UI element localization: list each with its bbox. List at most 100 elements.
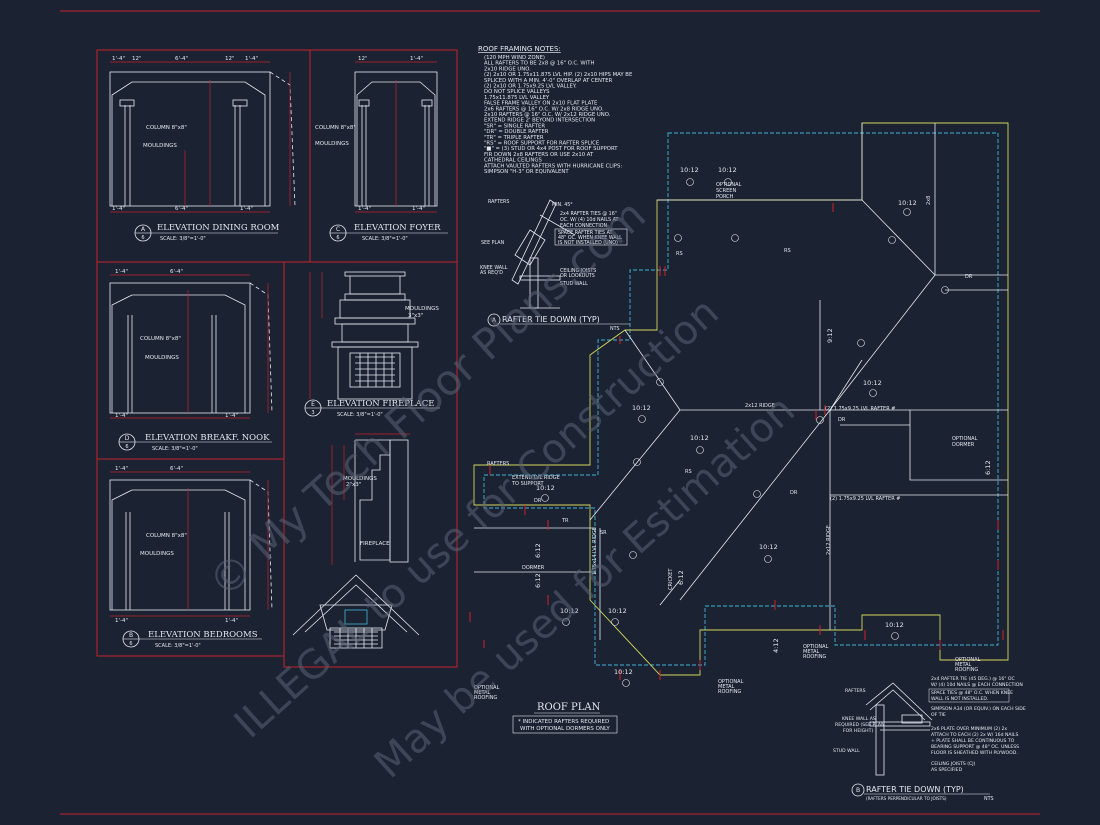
detB-label-12: ATTACH TO EACH (2) 2x W/ 16d NAILS (931, 732, 1018, 738)
label-tr: TR (561, 518, 569, 524)
notes-line: "DR" = DOUBLE RAFTER (484, 129, 549, 135)
detail-a-title-text: RAFTER TIE DOWN (TYP) (502, 315, 600, 324)
detA-label-space1: SPACE RAFTER TIES AT (558, 230, 613, 236)
label-optional-dormer-1: OPTIONAL (952, 436, 978, 442)
detB-label-14: BEARING SUPPORT @ 48" OC. UNLESS (931, 744, 1019, 750)
detail-b-title: B RAFTER TIE DOWN (TYP) (RAFTERS PERPEND… (851, 783, 994, 802)
bedrooms-scale: SCALE: 3/8"=1'-0" (155, 643, 201, 649)
roof-wall-line (483, 132, 999, 666)
detB-label-10: OF TIE (931, 712, 946, 718)
label-sr: SR (600, 530, 607, 536)
elevation-frames (96, 49, 458, 668)
detB-label-4: STUD WALL (833, 748, 860, 754)
label-2x8: 2x8 (926, 196, 932, 205)
fireplace-title: ELEVATION FIREPLACE (327, 399, 435, 409)
detail-b-title-text: RAFTER TIE DOWN (TYP) (866, 785, 964, 794)
pitch-14: 10:12 (560, 607, 579, 615)
roof-plan-labels: 2x12 RIDGE (2) 1.75x9.25 LVL RAFTER # (2… (474, 182, 981, 701)
nook-tag: D (125, 435, 130, 442)
notes-heading: ROOF FRAMING NOTES: (478, 45, 561, 53)
dining-dim-3: 6'-4" (175, 56, 188, 62)
pitch-2: 10:12 (718, 166, 737, 174)
detA-label-ties2: OC. W/ (4) 10d NAILS AT (560, 217, 618, 223)
label-cricket: CRICKET (668, 568, 674, 590)
foyer-dim-b2: 1'-4" (412, 206, 425, 212)
section-mouldings-size: 2"x3" (346, 482, 361, 488)
pitch-9: 10:12 (759, 543, 778, 551)
nook-dim-b3: 1'-4" (225, 413, 238, 419)
detail-a-rafter-tie-down: RAFTERS MIN. 45° 2x4 RAFTER TIES @ 16" O… (480, 199, 630, 332)
label-metal-9: ROOFING (718, 689, 741, 695)
dining-title: ELEVATION DINING ROOM (157, 223, 280, 233)
notes-line: "SR" = SINGLE RAFTER (484, 123, 545, 129)
label-ridge: 2x12 RIDGE (745, 403, 775, 409)
detB-label-3: FOR HEIGHT) (843, 728, 873, 734)
label-metal-7: OPTIONAL (718, 679, 744, 685)
detail-b-scale: NTS (984, 796, 994, 802)
nook-column-label: COLUMN 8"x8" (140, 336, 181, 342)
notes-line: 1.75x11.875 LVL VALLEY (484, 95, 550, 101)
dining-column-label: COLUMN 8"x8" (146, 125, 187, 131)
detB-label-8: WALL IS NOT INSTALLED. (931, 696, 988, 702)
label-metal-11: METAL (955, 662, 972, 668)
notes-line: FIR DOWN 2x8 RAFTERS OR USE 2x10 AT (484, 152, 594, 158)
detail-a-scale: NTS (610, 326, 620, 332)
pitch-1: 10:12 (680, 166, 699, 174)
pitch-12: 6:12 (534, 573, 542, 588)
detB-label-7: SPACE TIES @ 48" O.C. WHEN KNEE (931, 690, 1013, 696)
nook-title: ELEVATION BREAKF. NOOK (145, 433, 270, 443)
detB-label-17: AS SPECIFIED (931, 767, 963, 773)
fireplace-mouldings-size: 3"x3" (408, 313, 423, 319)
nook-title-block: D 6 ELEVATION BREAKF. NOOK SCALE: 3/8"=1… (118, 433, 272, 452)
fireplace-scale: SCALE: 3/8"=1'-0" (337, 412, 383, 418)
bed-mouldings-label: MOULDINGS (140, 551, 174, 557)
label-dr-4: DR (838, 417, 846, 423)
label-rs-2: RS (784, 248, 791, 254)
notes-line: "RS" = ROOF SUPPORT FOR RAFTER SPLICE (484, 141, 600, 147)
detail-b-tag: B (856, 787, 860, 794)
label-rs-1: RS (676, 251, 683, 257)
elevation-dining-room: 1'-4" 12" 6'-4" 12" 1'-4" 1'-4" 6'-4" 1'… (109, 56, 296, 242)
notes-line: 2x10 RAFTERS @ 16" O.C. W/ 2x12 RIDGE UN… (484, 112, 611, 118)
section-fireplace-label: FIREPLACE (360, 541, 390, 547)
foyer-tag: C (336, 226, 340, 233)
dining-sheet: 6 (141, 235, 144, 241)
dining-dim-2: 12" (132, 56, 142, 62)
bedrooms-tag: B (129, 632, 133, 639)
notes-line: SPLICED WITH A MIN. 4'-0" OVERLAP AT CEN… (484, 78, 613, 84)
roof-plan-title: ROOF PLAN (537, 702, 601, 713)
detB-label-2: REQUIRED (SEE PLAN (835, 722, 885, 728)
bed-dim-b3: 1'-4" (225, 618, 238, 624)
detB-label-13: + PLATE SHALL BE CONTINUOUS TO (931, 738, 1015, 744)
nook-scale: SCALE: 3/8"=1'-0" (152, 446, 198, 452)
elevation-bedrooms: 1'-4" 6'-4" 1'-4" 1'-4" COLUMN 8"x8" MOU… (109, 466, 273, 649)
notes-line: FALSE FRAME VALLEY ON 2x10 FLAT PLATE (484, 101, 598, 107)
detA-label-joists2: OR LOOKOUTS (560, 273, 595, 279)
roof-plan-title-block: ROOF PLAN * INDICATED RAFTERS REQUIRED W… (512, 702, 618, 734)
dining-title-block: A 6 ELEVATION DINING ROOM SCALE: 3/8"=1'… (134, 223, 280, 242)
detB-label-5: 2x4 RAFTER TIE (45 DEG.) @ 16" OC (931, 676, 1015, 682)
foyer-dim-2: 1'-4" (410, 56, 423, 62)
bedrooms-title-block: B 6 ELEVATION BEDROOMS SCALE: 3/8"=1'-0" (122, 630, 262, 649)
detA-label-knee2: AS REQ'D (480, 270, 503, 276)
nook-dim-1: 1'-4" (115, 269, 128, 275)
bed-dim-b1: 1'-4" (115, 618, 128, 624)
fireplace-section (354, 439, 409, 563)
roof-plan: 10:12 10:12 10:12 9:12 10:12 10:12 6:12 … (469, 122, 1009, 734)
label-lvl-rafter-2: (2) 1.75x9.25 LVL RAFTER # (830, 496, 900, 502)
notes-line: SIMPSON "H-3" OR EQUIVALENT (484, 169, 569, 175)
label-ridge-vertical: 2x12 RIDGE (826, 525, 832, 555)
detA-label-rafters: RAFTERS (488, 199, 509, 205)
roof-plan-note-2: WITH OPTIONAL DORMERS ONLY (520, 726, 610, 732)
detA-label-min45: MIN. 45° (552, 202, 573, 208)
label-metal-5: METAL (474, 690, 491, 696)
bed-column-label: COLUMN 8"x8" (146, 533, 187, 539)
detB-label-15: FLOOR IS SHEATHED WITH PLYWOOD. (931, 750, 1018, 756)
detA-label-seeplan: SEE PLAN (481, 240, 505, 246)
nook-dim-2: 6'-4" (170, 269, 183, 275)
detB-label-16: CEILING JOISTS (CJ) (931, 761, 976, 767)
label-lvl-rafter-1: (2) 1.75x9.25 LVL RAFTER # (825, 406, 895, 412)
roof-note-circles (541, 178, 949, 687)
notes-line: (120 MPH WIND ZONE) (484, 55, 545, 61)
